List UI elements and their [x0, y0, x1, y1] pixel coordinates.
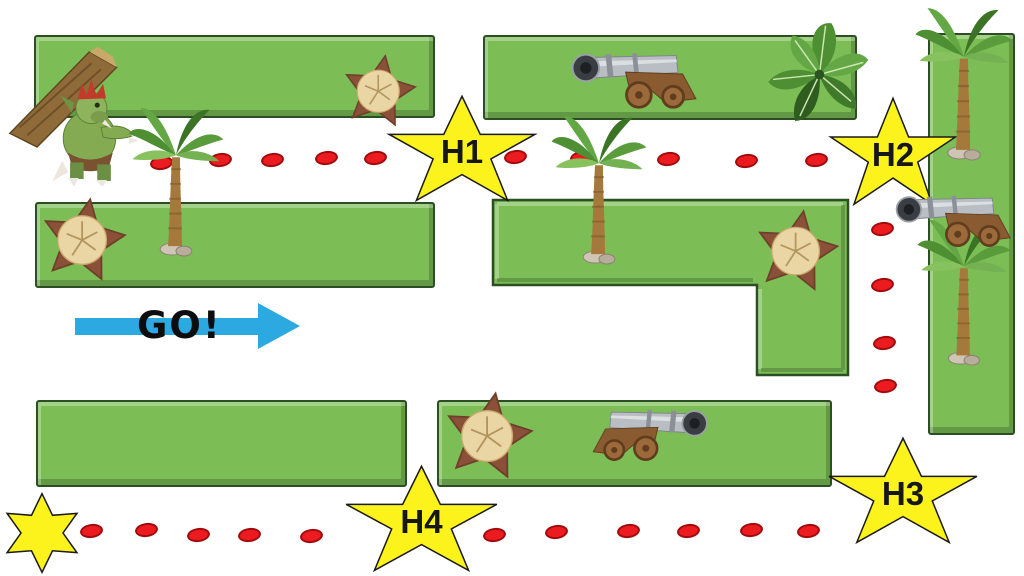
path-dot: [676, 522, 701, 540]
path-dot: [299, 527, 324, 545]
path-dot: [186, 526, 211, 544]
path-dot: [616, 522, 641, 540]
checkpoint-star-h4[interactable]: H4: [343, 464, 500, 576]
palm-tree-icon: [112, 100, 240, 258]
starfish-icon: [333, 53, 425, 131]
checkpoint-label-h2: H2: [871, 136, 915, 174]
path-dot: [260, 151, 285, 169]
starfish-icon: [441, 390, 535, 484]
path-dot: [739, 521, 764, 539]
platform-middle-l-shape: [491, 198, 850, 377]
path-dot: [134, 521, 159, 539]
palm-tree-icon: [540, 108, 658, 266]
path-dot: [237, 526, 262, 544]
path-dot: [734, 152, 759, 170]
path-dot: [804, 151, 829, 169]
checkpoint-label-h3: H3: [881, 475, 925, 513]
path-dot: [873, 377, 898, 395]
go-arrow-head: [258, 303, 300, 349]
path-dot: [872, 334, 897, 352]
path-dot: [796, 522, 821, 540]
checkpoint-star-h3[interactable]: H3: [826, 436, 980, 548]
cannon-icon: [580, 394, 715, 464]
path-dot: [363, 149, 388, 167]
path-dot: [544, 523, 569, 541]
cannon-icon: [888, 180, 1024, 250]
cannon-icon: [568, 36, 706, 112]
checkpoint-star-h1[interactable]: H1: [386, 94, 538, 206]
go-label: GO!: [137, 304, 222, 347]
leafy-plant-icon: [748, 16, 886, 138]
platform-bottom-left: [36, 400, 407, 487]
path-dot: [656, 150, 681, 168]
path-dot: [314, 149, 339, 167]
starfish-icon: [748, 208, 845, 296]
go-arrow-shaft: [75, 318, 261, 335]
checkpoint-label-h4: H4: [400, 503, 443, 541]
go-arrow[interactable]: GO!: [75, 303, 300, 349]
start-star[interactable]: [0, 492, 84, 574]
path-dot: [870, 276, 895, 294]
starfish-icon: [36, 196, 130, 286]
checkpoint-label-h1: H1: [440, 133, 484, 171]
palm-tree-icon: [903, 0, 1024, 162]
checkpoint-star-h2[interactable]: H2: [828, 96, 958, 210]
